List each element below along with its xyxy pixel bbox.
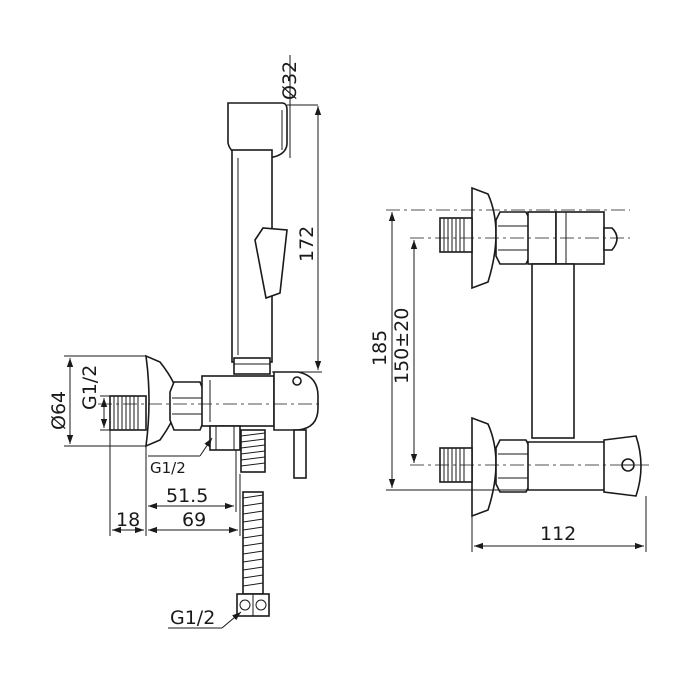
inlet-thread-hatching bbox=[113, 396, 139, 430]
holder-pin bbox=[292, 376, 302, 386]
hose-lower-coil bbox=[242, 494, 264, 587]
hex-nut bbox=[169, 381, 205, 431]
dim-18: 18 bbox=[116, 509, 140, 531]
valve-body bbox=[201, 375, 275, 427]
dim-g12-hose: G1/2 bbox=[170, 607, 215, 629]
handle-stem bbox=[293, 429, 307, 479]
dim-d64: Ø64 bbox=[48, 391, 70, 430]
handset-neck bbox=[233, 357, 271, 375]
top-thread-hatching bbox=[443, 218, 465, 252]
trigger-lever bbox=[254, 227, 288, 300]
bottom-flange bbox=[471, 416, 497, 518]
front-view: 185 150±20 112 bbox=[369, 186, 650, 552]
side-view: Ø32 172 Ø64 G1/2 G1/2 51.5 18 69 G1/2 bbox=[48, 55, 322, 629]
bottom-valve-body bbox=[527, 441, 607, 491]
dim-150: 150±20 bbox=[391, 308, 413, 384]
outlet-nut bbox=[209, 425, 241, 451]
inlet-thread bbox=[109, 395, 147, 431]
wall-flange bbox=[145, 354, 177, 448]
dim-69: 69 bbox=[182, 509, 206, 531]
dim-185: 185 bbox=[369, 330, 391, 366]
dim-g12-outlet: G1/2 bbox=[150, 459, 186, 477]
dim-d32: Ø32 bbox=[279, 61, 301, 100]
dim-g12-inlet: G1/2 bbox=[79, 365, 101, 410]
hose-upper-coil bbox=[240, 432, 266, 467]
dim-112: 112 bbox=[540, 523, 576, 545]
holder-knob-front bbox=[603, 227, 618, 251]
vertical-tube bbox=[531, 263, 575, 439]
bottom-nut bbox=[495, 439, 531, 493]
dim-51-5: 51.5 bbox=[166, 485, 208, 507]
dim-172: 172 bbox=[296, 226, 318, 262]
